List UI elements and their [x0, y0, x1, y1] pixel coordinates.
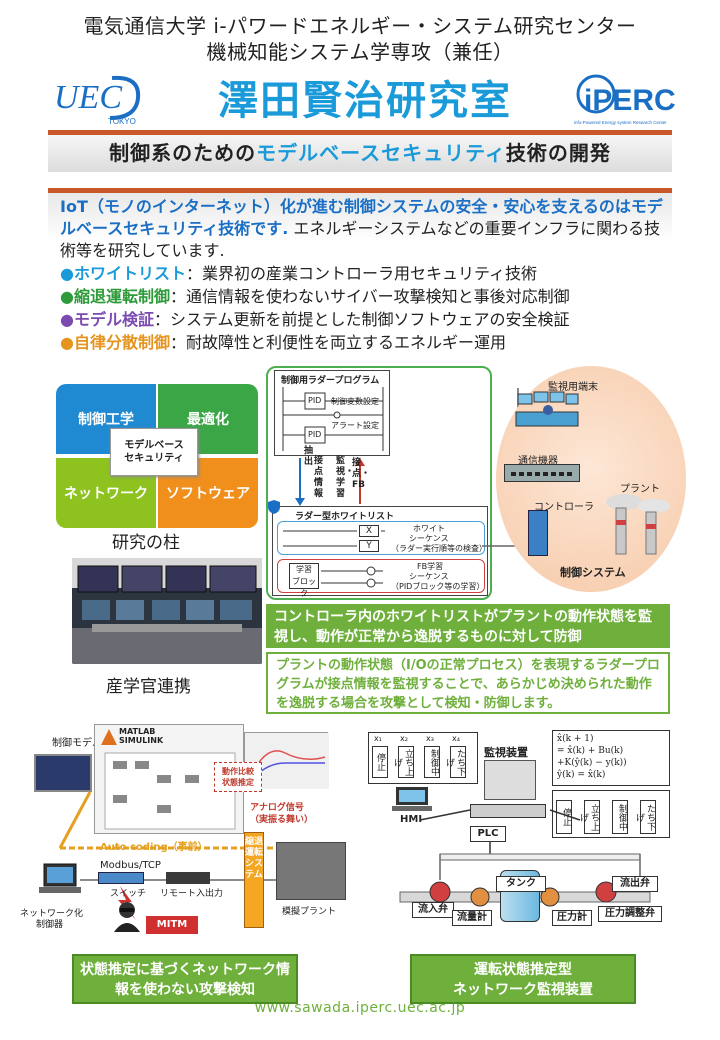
remote-io-icon: [166, 872, 210, 884]
whitelist-note: コントローラ内のホワイトリストがプラントの動作状態を監視し、動作が正常から逸脱す…: [266, 604, 670, 648]
comm-device-label: 通信機器: [518, 456, 558, 467]
ladder-program-box: 制御用ラダープログラム PID 制御変数設定 PID アラート設定: [274, 370, 390, 456]
learning-block: 学習ブロック: [289, 563, 319, 598]
plant-icon: [598, 492, 678, 558]
collab-caption: 産学官連携: [106, 677, 191, 697]
ladder-arrows: [295, 458, 365, 506]
modbus-label: Modbus/TCP: [100, 860, 161, 871]
controller-label: コントローラ: [534, 502, 594, 513]
whitelist-title: ラダー型ホワイトリスト: [295, 512, 395, 522]
pillar-control: 制御工学: [56, 384, 156, 454]
analog-sub: （実振る舞い）: [250, 815, 314, 825]
hmi-icon: [392, 786, 432, 812]
uec-logo-sub: TOKYO: [108, 117, 136, 126]
ladder-program-title: 制御用ラダープログラム: [281, 376, 380, 386]
switch-label: スイッチ: [110, 889, 147, 899]
iperc-logo-sub: info-Powered Energy system Research Cent…: [574, 120, 667, 125]
uec-logo: UEC TOKYO: [50, 70, 146, 126]
degraded-system-box: 縮退運転システム: [244, 832, 264, 928]
section-title: 制御系のためのモデルベースセキュリティ技術の開発: [109, 141, 611, 165]
nw-controller-label-2: 制御器: [36, 920, 64, 930]
section-banner: 制御系のためのモデルベースセキュリティ技術の開発: [48, 130, 672, 172]
whitelist-box: ラダー型ホワイトリスト X Y ホワイト シーケンス （ラダー実行順等の検査） …: [268, 500, 488, 598]
pressure-valve-label: 圧力調整弁: [598, 906, 662, 922]
tank-label: タンク: [496, 876, 546, 892]
pressure-gauge-label: 圧力計: [552, 910, 592, 926]
mitm-badge: MITM: [146, 916, 198, 934]
hmi-label: HMI: [400, 814, 423, 825]
white-sequence-group: [277, 521, 485, 555]
pillars-caption: 研究の柱: [112, 533, 180, 553]
right-caption: 運転状態推定型ネットワーク監視装置: [410, 954, 636, 1004]
hacker-icon: [112, 900, 142, 932]
arrow-label-contact: 接点情報: [314, 456, 324, 499]
contact-y: Y: [359, 540, 379, 552]
arrow-label-fb: 接点・FB: [352, 458, 371, 490]
header-line-2: 機械知能システム学専攻（兼任）: [206, 40, 514, 64]
plc-label: PLC: [470, 826, 506, 842]
contact-x: X: [359, 525, 379, 537]
laptop-icon: [38, 862, 82, 896]
feature-list: ●ホワイトリスト：業界初の産業コントローラ用セキュリティ技術 ●縮退運転制御：通…: [60, 262, 666, 354]
controller-icon: [528, 510, 548, 556]
iperc-logo-text: iPERC: [584, 84, 676, 117]
feature-item-distributed: ●自律分散制御：耐故障性と利便性を両立するエネルギー運用: [60, 333, 506, 352]
arrow-label-monitor: 監視・学習: [336, 456, 355, 499]
network-switch-icon: [470, 804, 546, 818]
control-board-photo: [34, 754, 92, 792]
remote-io-label: リモート入出力: [160, 889, 224, 899]
feature-item-degraded: ●縮退運転制御：通信情報を使わないサイバー攻撃検知と事後対応制御: [60, 287, 570, 306]
uec-logo-text: UEC: [54, 79, 122, 116]
feature-item-whitelist: ●ホワイトリスト：業界初の産業コントローラ用セキュリティ技術: [60, 264, 538, 283]
inflow-valve-label: 流入弁: [412, 902, 454, 918]
monitor-device-label: 監視装置: [484, 746, 528, 759]
header-line-1: 電気通信大学 i-パワードエネルギー・システム研究センター: [83, 14, 637, 38]
iperc-logo: iPERC info-Powered Energy system Researc…: [570, 66, 680, 128]
right-diagram-pipes: [399, 809, 651, 907]
switch-icon: [504, 464, 580, 482]
outflow-valve-label: 流出弁: [612, 876, 658, 892]
lab-url[interactable]: www.sawada.iperc.uec.ac.jp: [254, 1000, 466, 1016]
ladder-note: プラントの動作状態（I/Oの正常プロセス）を表現するラダープログラムが接点情報を…: [266, 652, 670, 714]
shield-icon: [267, 499, 281, 515]
mock-plant-photo: [276, 842, 346, 900]
analog-label: アナログ信号: [250, 803, 304, 813]
mock-plant-label: 模擬プラント: [282, 907, 337, 917]
monitor-terminal-icon: [514, 390, 580, 432]
nw-controller-label-1: ネットワーク化: [20, 909, 84, 919]
monitor-terminal-label: 監視用端末: [548, 382, 598, 393]
compare-box: 動作比較 状態推定: [214, 762, 262, 792]
estimator-equation: x̂(k + 1) = x̂(k) + Bu(k) +K(ŷ(k) − y(k)…: [552, 730, 670, 786]
left-caption: 状態推定に基づくネットワーク情報を使わない攻撃検知: [72, 954, 298, 1004]
feature-item-model-check: ●モデル検証：システム更新を前提とした制御ソフトウェアの安全検証: [60, 310, 570, 329]
switch-hw-icon: [98, 872, 144, 884]
intro-box: [48, 188, 672, 356]
intro-text: IoT（モノのインターネット）化が進む制御システムの安全・安心を支えるのはモデル…: [60, 197, 663, 260]
arrow-label-extract: 抽出: [304, 446, 314, 467]
fb-sequence-group: [277, 559, 485, 593]
pillar-center: モデルベースセキュリティ: [110, 428, 198, 476]
monitor-device-icon: [484, 760, 536, 800]
control-system-caption: 制御システム: [560, 566, 626, 579]
flowmeter-label: 流量計: [452, 910, 492, 926]
lab-title: 澤田賢治研究室: [218, 78, 512, 124]
plant-label: プラント: [620, 484, 660, 495]
auto-coding-label: Auto coding（事前）: [100, 842, 208, 853]
control-model-label: 制御モデル: [52, 738, 102, 749]
collab-photo: [72, 558, 262, 664]
